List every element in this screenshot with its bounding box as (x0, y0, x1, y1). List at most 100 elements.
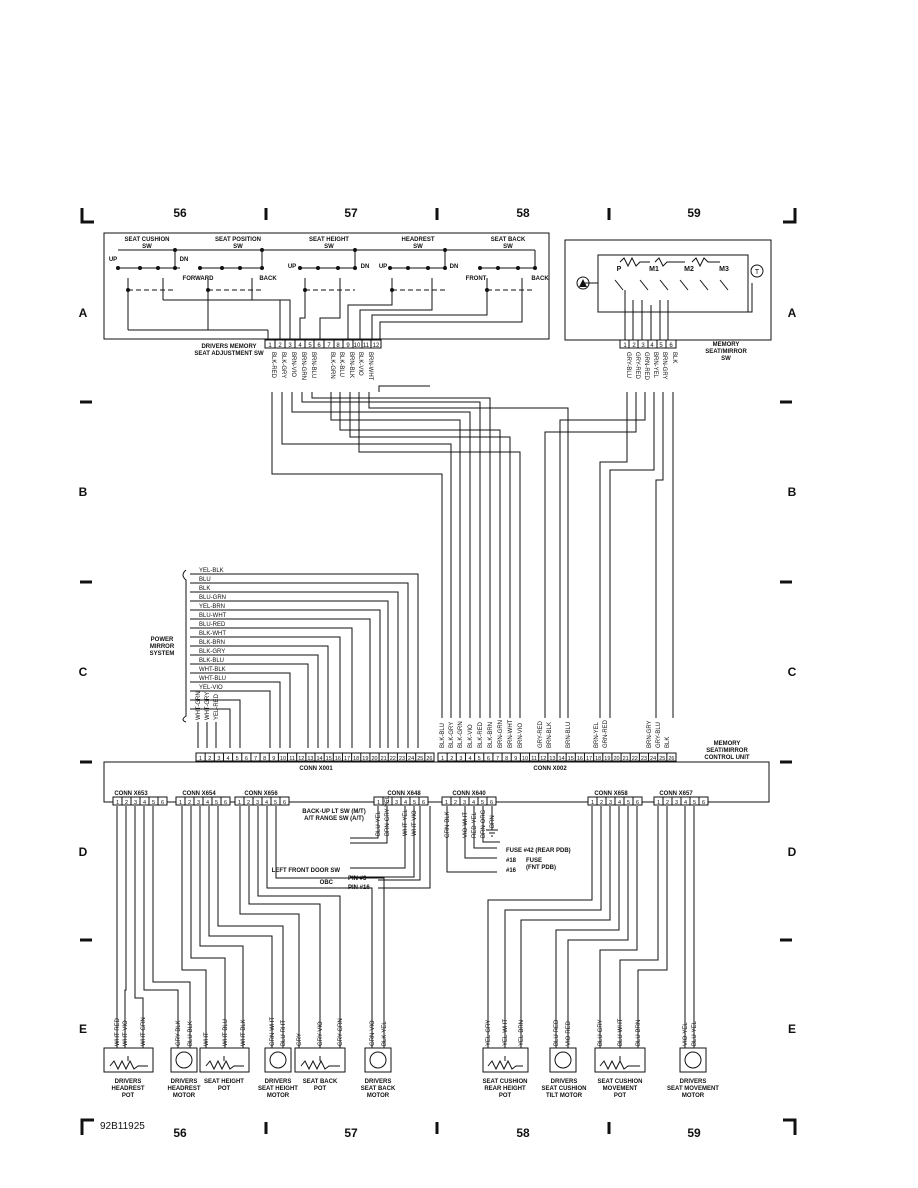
wire-color-label: BLK-GRY (199, 649, 225, 655)
pin-number: 10 (522, 756, 528, 762)
pin-number: 3 (463, 800, 466, 806)
pin-number: 2 (247, 800, 250, 806)
pin-number: 16 (577, 756, 583, 762)
pin-number: 16 (335, 756, 341, 762)
motor-icon (175, 1051, 193, 1069)
wire-color-label: BLU-BLK (188, 1021, 194, 1046)
wire-color-label: GRY-BLU (625, 352, 631, 378)
switch-label: UP (109, 257, 117, 263)
wire-color-label: WHT-RED (115, 1017, 121, 1046)
row-label: A (79, 306, 88, 320)
pin-number: 24 (408, 756, 414, 762)
wire-color-label: BLU-YEL (692, 1020, 698, 1046)
pin-number: 3 (641, 343, 645, 349)
wire-color-label: WHT-GRY (205, 692, 211, 720)
pin-number: 23 (641, 756, 647, 762)
pin-number: 4 (298, 343, 302, 349)
thermo-icon: T (750, 264, 764, 278)
wire-color-label: YEL-BRN (519, 1020, 525, 1046)
pin-number: 5 (481, 800, 484, 806)
switch-label: P (617, 266, 622, 273)
pin-number: 4 (618, 800, 621, 806)
switch-label: UP (379, 264, 387, 270)
pin-number: 3 (459, 756, 462, 762)
wire-color-label: BLK (671, 352, 677, 363)
wire-color-label: BLK-WHT (199, 631, 226, 637)
wire-color-label: BLU-WHT (618, 1018, 624, 1046)
wire-color-label: GRN-RED (603, 719, 609, 748)
pin-number: 3 (395, 800, 398, 806)
wire-color-label: YEL-VIO (199, 685, 223, 691)
wire-color-label: BLU-GRY (598, 1019, 604, 1046)
motor-icon (554, 1051, 572, 1069)
wire-color-label: BLK-BLU (199, 658, 224, 664)
wire-color-label: WHT-BLU (199, 676, 226, 682)
pin-number: 6 (669, 343, 673, 349)
pin-number: 5 (236, 756, 239, 762)
potentiometer (103, 1047, 154, 1073)
column-label: 58 (516, 1126, 530, 1140)
motor (549, 1047, 577, 1073)
pin-number: 4 (265, 800, 268, 806)
switch-label: FRONT (466, 276, 487, 282)
pin-number: 5 (693, 800, 696, 806)
pin-number: 6 (702, 800, 705, 806)
pin-number: 14 (317, 756, 323, 762)
pin-number: 4 (404, 800, 407, 806)
connector-name: CONN X648 (387, 791, 421, 797)
wire-color-label: BRN-YEL (594, 721, 600, 748)
potentiometer (199, 1047, 250, 1073)
wire-color-label: BLK-GRY (280, 352, 286, 378)
wire-color-label: BRN-GRN (300, 352, 306, 380)
pin-number: 3 (256, 800, 259, 806)
wire-color-label: BLU-RHT (281, 1020, 287, 1046)
pin-number: 1 (268, 343, 272, 349)
potentiometer (594, 1047, 646, 1073)
pin-number: 5 (627, 800, 630, 806)
column-label: 59 (687, 206, 701, 220)
pin-number: 17 (586, 756, 592, 762)
trunk-wires (271, 385, 674, 718)
wire-color-label: BRN (490, 815, 496, 828)
row-label: B (788, 485, 797, 499)
pin-number: 10 (280, 756, 286, 762)
wire-color-label: WHT-BLU (223, 1019, 229, 1046)
potentiometer (294, 1047, 346, 1073)
wire-color-label: YEL-BRN (199, 604, 225, 610)
pin-number: 1 (179, 800, 182, 806)
pin-number: 7 (254, 756, 257, 762)
wire-color-label: BRN-WHT (367, 352, 373, 381)
wire-color-label: BRN-BLK (348, 352, 354, 378)
wire-color-label: GRN-RED (643, 352, 649, 381)
pin-number: 1 (445, 800, 448, 806)
pin-number: 6 (317, 343, 321, 349)
row-label: D (788, 845, 797, 859)
wire-color-label: BRN-BLU (566, 722, 572, 748)
svg-text:T: T (755, 269, 760, 276)
pin-number: 2 (125, 800, 128, 806)
power-mirror-system: YEL-BLK BLU BLK BLU-GRN YEL-BRN BLU-WHT … (150, 568, 419, 748)
pin-number: 11 (531, 756, 537, 762)
row-label: E (788, 1022, 796, 1036)
pin-number: 6 (636, 800, 639, 806)
wire-color-label: BRN-GRY (647, 720, 653, 748)
pin-number: 25 (659, 756, 665, 762)
wire-color-label: BLK-GRN (458, 721, 464, 748)
pin-number: 6 (161, 800, 164, 806)
component-label: OBC (320, 880, 334, 886)
component-label: LEFT FRONT DOOR SW (272, 868, 341, 874)
pin-number: 19 (604, 756, 610, 762)
wire-color-label: BLK-GRN (329, 352, 335, 379)
motor-icon (269, 1051, 287, 1069)
pin-number: 6 (487, 756, 490, 762)
wire-color-label: RED-YEL (472, 811, 478, 838)
wire-color-label: BLU-BRN (636, 1020, 642, 1046)
wire-color-label: BLK (199, 586, 210, 592)
